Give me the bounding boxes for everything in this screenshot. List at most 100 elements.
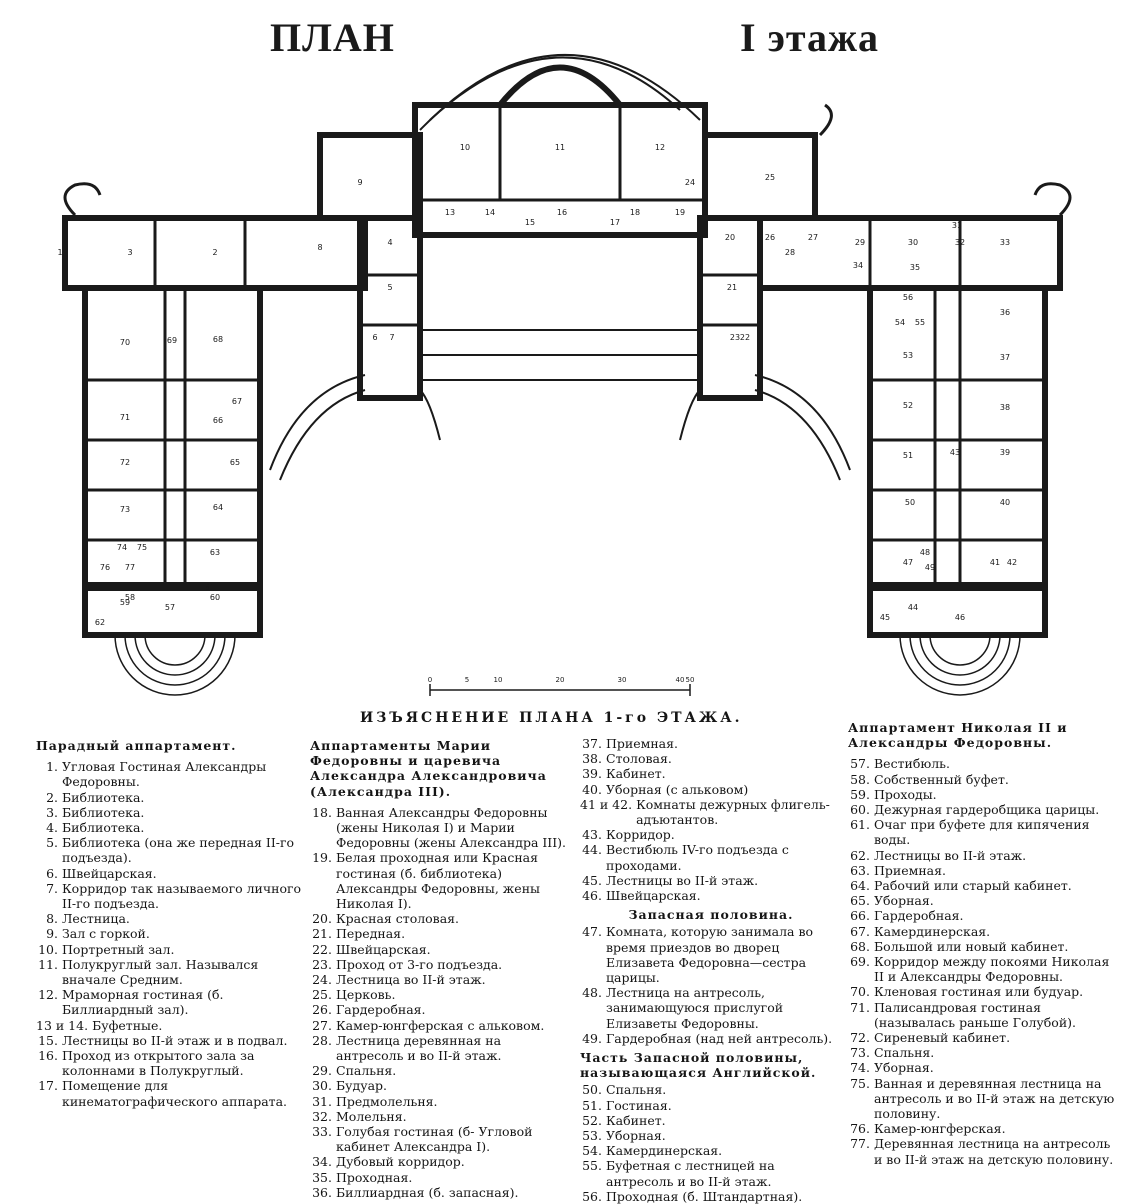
legend-item: 41 и 42.Комнаты дежурных флигель-адъютан… bbox=[580, 797, 842, 827]
room-number-label: 28 bbox=[785, 248, 795, 257]
legend-item-text: Портретный зал. bbox=[62, 941, 175, 957]
legend-item: 25.Церковь. bbox=[310, 987, 572, 1002]
legend-item-number: 37. bbox=[582, 736, 602, 751]
legend-item-text: Швейцарская. bbox=[606, 888, 701, 904]
legend-item-text: Ванная Александры Федоровны (жены Никола… bbox=[336, 804, 567, 851]
legend-item-text: Собственный буфет. bbox=[874, 771, 1009, 787]
legend-item-number: 59. bbox=[850, 786, 870, 802]
room-number-label: 38 bbox=[1000, 403, 1010, 412]
scale-tick-label: 30 bbox=[618, 676, 627, 684]
legend-item: 58.Собственный буфет. bbox=[848, 772, 1118, 787]
room-number-label: 46 bbox=[955, 613, 965, 622]
legend-item-number: 58. bbox=[850, 771, 870, 787]
section-heading: Часть Запасной половины, называющаяся Ан… bbox=[580, 1050, 817, 1081]
legend-item: 32.Молельня. bbox=[310, 1109, 572, 1124]
legend-item-number: 73. bbox=[850, 1045, 870, 1061]
room-number-label: 20 bbox=[725, 233, 735, 242]
legend-item-number: 23. bbox=[312, 956, 332, 972]
legend-item-number: 44. bbox=[582, 842, 602, 858]
scale-bar bbox=[429, 684, 691, 696]
legend-item: 69.Корридор между покоями Николая II и А… bbox=[848, 954, 1118, 984]
legend-item-number: 20. bbox=[312, 911, 332, 927]
legend-item: 70.Кленовая гостиная или будуар. bbox=[848, 984, 1118, 999]
room-number-label: 33 bbox=[1000, 238, 1010, 247]
legend-item: 5.Библиотека (она же передная II-го подъ… bbox=[36, 835, 304, 865]
legend-item-number: 4. bbox=[46, 820, 58, 836]
room-number-label: 69 bbox=[167, 336, 177, 345]
legend-item-text: Вестибюль IV-го подъезда с проходами. bbox=[606, 842, 789, 873]
legend-item-text: Лестница во II-й этаж. bbox=[336, 972, 486, 988]
legend-item-text: Рабочий или старый кабинет. bbox=[874, 878, 1072, 894]
legend-item-number: 43. bbox=[582, 827, 602, 843]
legend-item-number: 18. bbox=[312, 804, 332, 820]
room-number-label: 62 bbox=[95, 618, 105, 627]
room-number-label: 24 bbox=[685, 178, 695, 187]
room-number-label: 26 bbox=[765, 233, 775, 242]
room-number-label: 25 bbox=[765, 173, 775, 182]
legend-item-text: Лестницы во II-й этаж. bbox=[606, 872, 759, 888]
section-heading: Аппартаменты Марии Федоровны и царевича … bbox=[310, 738, 547, 799]
legend-item-number: 57. bbox=[850, 756, 870, 772]
legend-column-1: Парадный аппартамент. 1.Угловая Гостиная… bbox=[36, 738, 304, 1109]
legend-item-text: Будуар. bbox=[336, 1078, 388, 1094]
room-number-label: 70 bbox=[120, 338, 130, 347]
legend-item-text: Большой или новый кабинет. bbox=[874, 938, 1069, 954]
room-number-label: 71 bbox=[120, 413, 130, 422]
room-number-label: 1 bbox=[57, 248, 62, 257]
room-number-label: 45 bbox=[880, 613, 890, 622]
legend-item: 30.Будуар. bbox=[310, 1078, 572, 1093]
legend-item: 56.Проходная (б. Штандартная). bbox=[580, 1189, 842, 1204]
legend-item-text: Корридор так называемого личного II-го п… bbox=[62, 880, 302, 912]
legend-item: 48.Лестница на антресоль, занимающуюся п… bbox=[580, 985, 842, 1031]
legend-item: 43.Корридор. bbox=[580, 827, 842, 842]
room-number-label: 17 bbox=[610, 218, 620, 227]
legend-item: 28.Лестница деревянная на антресоль и во… bbox=[310, 1033, 572, 1063]
room-number-label: 21 bbox=[727, 283, 737, 292]
legend-item: 67.Камердинерская. bbox=[848, 924, 1118, 939]
legend-item-text: Биллиардная (б. запасная). bbox=[336, 1184, 519, 1200]
room-number-label: 9 bbox=[357, 178, 362, 187]
legend-item-text: Вестибюль. bbox=[874, 756, 950, 772]
room-number-label: 51 bbox=[903, 451, 913, 460]
scale-tick-label: 10 bbox=[494, 676, 503, 684]
room-number-label: 58 bbox=[125, 593, 135, 602]
legend-item-number: 63. bbox=[850, 862, 870, 878]
room-number-label: 3 bbox=[127, 248, 132, 257]
legend-item-number: 32. bbox=[312, 1108, 332, 1124]
room-number-label: 64 bbox=[213, 503, 223, 512]
room-number-label: 29 bbox=[855, 238, 865, 247]
legend-item-text: Швейцарская. bbox=[336, 941, 431, 957]
legend-item-number: 71. bbox=[850, 999, 870, 1015]
room-number-label: 13 bbox=[445, 208, 455, 217]
legend-item-number: 7. bbox=[46, 880, 58, 896]
legend-item: 50.Спальня. bbox=[580, 1082, 842, 1097]
room-number-label: 72 bbox=[120, 458, 130, 467]
legend-item-number: 54. bbox=[582, 1143, 602, 1159]
legend-item-text: Буфетные. bbox=[92, 1017, 163, 1033]
legend-item: 52.Кабинет. bbox=[580, 1113, 842, 1128]
room-number-label: 4 bbox=[387, 238, 392, 247]
legend-item-number: 47. bbox=[582, 924, 602, 940]
legend-item-number: 25. bbox=[312, 987, 332, 1003]
legend-item-number: 65. bbox=[850, 893, 870, 909]
legend-item-text: Комнаты дежурных флигель-адъютантов. bbox=[636, 796, 830, 828]
legend-item-text: Гардеробная (над ней антресоль). bbox=[606, 1030, 833, 1046]
legend-item: 34.Дубовый корридор. bbox=[310, 1154, 572, 1169]
legend-item-text: Полукруглый зал. Назывался вначале Средн… bbox=[62, 956, 259, 988]
legend-item-text: Очаг при буфете для кипячения воды. bbox=[874, 817, 1090, 848]
legend-item: 36.Биллиардная (б. запасная). bbox=[310, 1185, 572, 1200]
legend-item-number: 12. bbox=[38, 987, 58, 1003]
legend-item: 7.Корридор так называемого личного II-го… bbox=[36, 881, 304, 911]
legend-item-text: Уборная (с альковом) bbox=[606, 781, 749, 797]
legend-item-number: 31. bbox=[312, 1093, 332, 1109]
legend-item-number: 15. bbox=[38, 1032, 58, 1048]
room-number-label: 10 bbox=[460, 143, 470, 152]
legend-item-number: 30. bbox=[312, 1078, 332, 1094]
legend-item: 65.Уборная. bbox=[848, 893, 1118, 908]
legend-item: 75.Ванная и деревянная лестница на антре… bbox=[848, 1076, 1118, 1122]
room-number-label: 37 bbox=[1000, 353, 1010, 362]
legend-item-text: Палисандровая гостиная (называлась раньш… bbox=[874, 999, 1077, 1030]
legend-item: 54.Камердинерская. bbox=[580, 1143, 842, 1158]
legend-item: 16.Проход из открытого зала за колоннами… bbox=[36, 1048, 304, 1078]
